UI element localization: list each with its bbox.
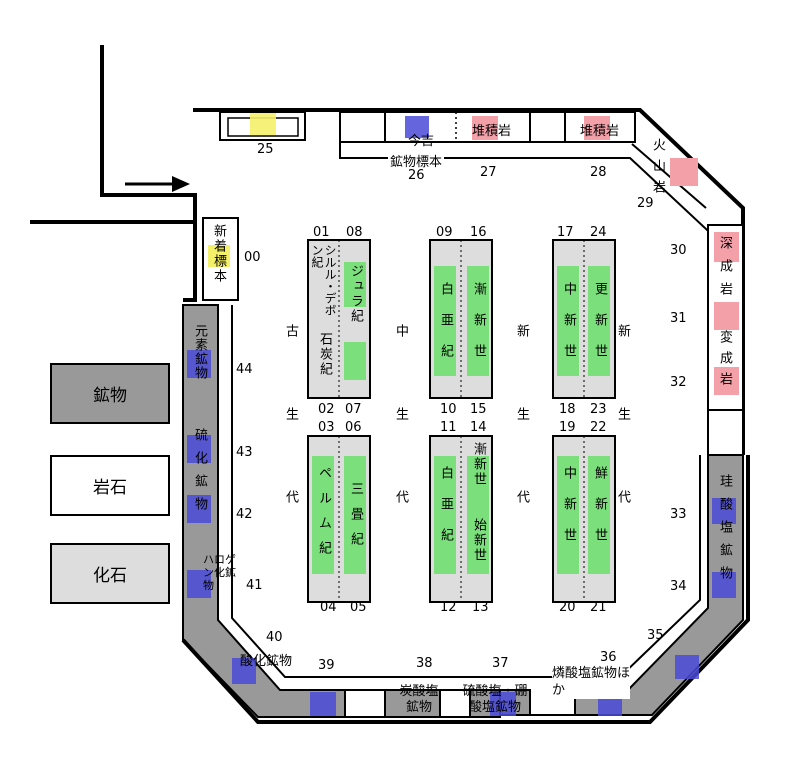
case-label-pleistocene: 更新世 [592, 282, 607, 375]
label-sulfate: 硫酸塩・硼酸塩鉱物 [462, 684, 528, 715]
legend-mineral-label: 鉱物 [93, 386, 127, 406]
label-oxide: 酸化鉱物 [240, 654, 293, 669]
case-label-jurassic: ジュラ紀 [348, 264, 363, 324]
case-mesozoic-upper [429, 239, 493, 399]
num-36: 36 [600, 650, 617, 665]
label-carbonate: 炭酸塩鉱物 [399, 684, 439, 715]
num-03: 03 [318, 420, 335, 435]
num-26: 26 [408, 168, 425, 183]
case-label-cretaceous-2: 白亜紀 [438, 466, 453, 559]
num-06: 06 [345, 420, 362, 435]
num-32: 32 [670, 375, 687, 390]
legend-fossil-label: 化石 [93, 566, 127, 586]
num-31: 31 [670, 311, 687, 326]
num-40: 40 [266, 630, 283, 645]
outer-wall [100, 45, 197, 302]
num-28: 28 [590, 165, 607, 180]
num-16: 16 [470, 225, 487, 240]
num-15: 15 [470, 402, 487, 417]
num-42: 42 [236, 507, 253, 522]
num-25: 25 [257, 142, 274, 157]
num-07: 07 [345, 402, 362, 417]
num-18: 18 [559, 402, 576, 417]
case-label-pliocene: 鮮新世 [592, 466, 607, 559]
num-17: 17 [557, 225, 574, 240]
case-label-cretaceous-1: 白亜紀 [438, 282, 453, 375]
case-label-miocene-1: 中新世 [561, 282, 576, 375]
label-sedimentary-2: 堆積岩 [580, 124, 620, 139]
case-paleozoic-lower [307, 435, 371, 603]
num-24: 24 [590, 225, 607, 240]
label-metamorphic: 変成岩 [717, 330, 732, 393]
label-element: 元素鉱物 [192, 324, 207, 380]
case-label-oligocene-1: 漸新世 [471, 282, 486, 375]
case-label-carboniferous: 石炭紀 [317, 332, 332, 377]
label-volcanic: 火山岩 [650, 138, 665, 201]
num-35: 35 [647, 628, 664, 643]
num-39: 39 [318, 658, 335, 673]
case-label-triassic: 三畳紀 [348, 482, 363, 557]
right-arrow-icon [172, 176, 190, 192]
new-arrivals-label: 新着標本 [211, 224, 226, 284]
num-10: 10 [440, 402, 457, 417]
num-14: 14 [470, 420, 487, 435]
case-mesozoic-lower [429, 435, 493, 603]
num-13: 13 [472, 600, 489, 615]
num-00: 00 [244, 250, 261, 265]
case-label-miocene-2: 中新世 [561, 466, 576, 559]
label-sedimentary-1: 堆積岩 [472, 124, 512, 139]
showcase-25-yellow [250, 113, 276, 135]
label-sulfide: 硫化鉱物 [192, 428, 207, 520]
num-23: 23 [590, 402, 607, 417]
case-label-silurian-devonian: シルル・デボン紀 [310, 244, 337, 316]
num-29: 29 [637, 196, 654, 211]
num-38: 38 [416, 656, 433, 671]
case-paleozoic-upper [307, 239, 371, 399]
num-02: 02 [318, 402, 335, 417]
num-20: 20 [559, 600, 576, 615]
num-27: 27 [480, 165, 497, 180]
num-43: 43 [236, 445, 253, 460]
label-mineral-sample: 鉱物標本 [388, 151, 445, 170]
era-cenozoic-left: 新生代 [514, 324, 529, 573]
num-04: 04 [320, 600, 337, 615]
legend-rock-label: 岩石 [93, 478, 127, 498]
num-12: 12 [440, 600, 457, 615]
case-cenozoic-upper [552, 239, 616, 399]
num-22: 22 [590, 420, 607, 435]
legend-mineral: 鉱物 [50, 363, 170, 424]
num-34: 34 [670, 579, 687, 594]
num-09: 09 [436, 225, 453, 240]
num-05: 05 [350, 600, 367, 615]
legend-fossil: 化石 [50, 543, 170, 604]
label-silicate: 珪酸塩鉱物 [717, 474, 732, 589]
label-phosphate: 燐酸塩鉱物ほか [552, 665, 631, 699]
num-19: 19 [559, 420, 576, 435]
num-01: 01 [313, 225, 330, 240]
case-cenozoic-lower [552, 435, 616, 603]
num-08: 08 [346, 225, 363, 240]
num-44: 44 [236, 362, 253, 377]
num-37: 37 [492, 656, 509, 671]
label-halide: ハロゲン化鉱物 [203, 553, 236, 592]
case-label-eocene: 始新世 [471, 518, 486, 563]
label-plutonic: 深成岩 [717, 236, 732, 305]
num-30: 30 [670, 243, 687, 258]
era-paleozoic: 古生代 [283, 324, 298, 573]
num-33: 33 [670, 507, 687, 522]
legend-rock: 岩石 [50, 455, 170, 516]
case-label-permian: ペルム紀 [316, 466, 331, 566]
num-21: 21 [590, 600, 607, 615]
num-11: 11 [440, 420, 457, 435]
label-kon: 今吉 [408, 134, 435, 149]
num-41: 41 [246, 578, 263, 593]
case-label-oligocene-2: 漸新世 [471, 442, 486, 487]
era-cenozoic-right: 新生代 [615, 324, 630, 573]
era-mesozoic: 中生代 [393, 324, 408, 573]
